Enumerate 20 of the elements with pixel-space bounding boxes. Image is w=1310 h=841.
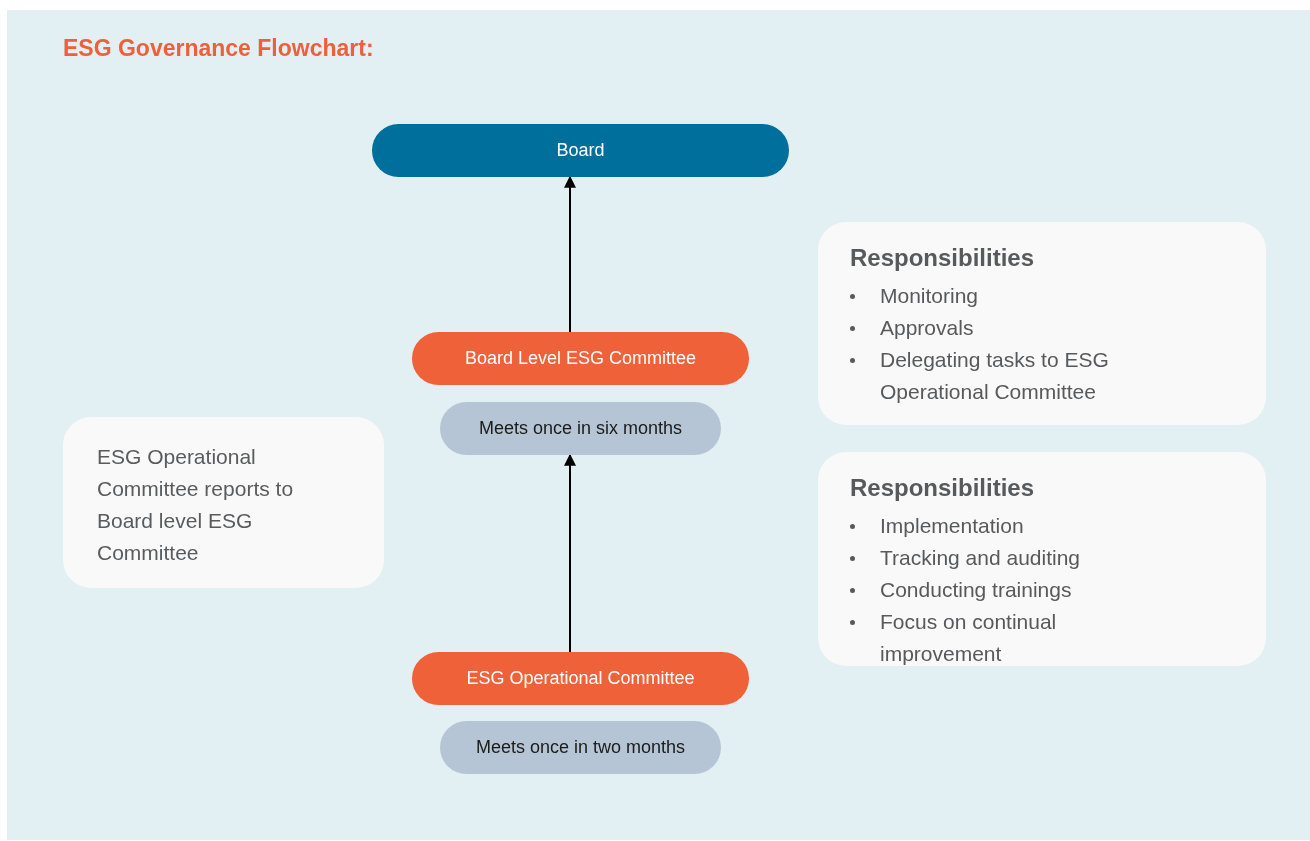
- arrow: [564, 175, 576, 333]
- responsibilities-card: [818, 222, 1266, 425]
- list-item: Delegating tasks to ESG Operational Committee: [880, 347, 1110, 405]
- list-item: Monitoring: [880, 283, 980, 309]
- board-pill: Board: [372, 124, 789, 177]
- list-item: Conducting trainings: [880, 577, 1073, 603]
- meeting-pill: Meets once in two months: [440, 721, 721, 774]
- title: ESG Governance Flowchart:: [63, 34, 374, 63]
- list-item: Implementation: [880, 513, 1025, 539]
- card-heading: Responsibilities: [850, 473, 1036, 503]
- card-heading: Responsibilities: [850, 243, 1036, 273]
- meeting-pill: Meets once in six months: [440, 402, 721, 455]
- responsibilities-card: [818, 452, 1266, 666]
- committee-pill: ESG Operational Committee: [412, 652, 749, 705]
- arrow: [564, 453, 576, 653]
- committee-pill: Board Level ESG Committee: [412, 332, 749, 385]
- list-item: Tracking and auditing: [880, 545, 1081, 571]
- list-item: Approvals: [880, 315, 975, 341]
- list-item: Focus on continual improvement: [880, 609, 1058, 667]
- note-text: ESG Operational Committee reports to Board level ESG Committee: [97, 444, 295, 566]
